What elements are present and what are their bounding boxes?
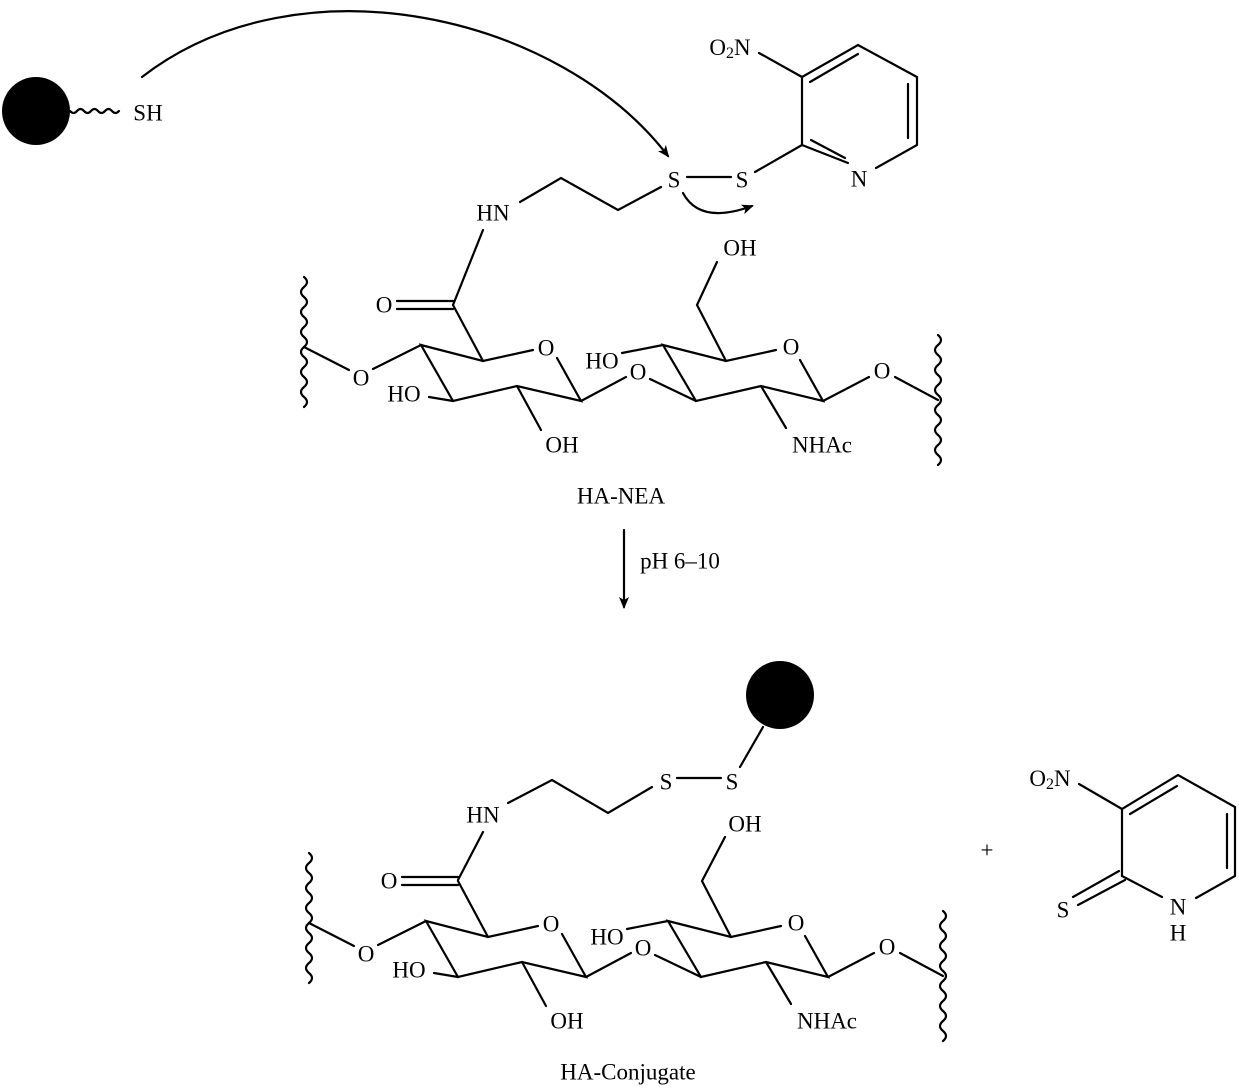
hydroxyl-label: HO bbox=[585, 349, 618, 374]
particle-bead-icon bbox=[2, 77, 70, 145]
ring-n-label: N bbox=[1170, 895, 1187, 920]
hyaluronan-disaccharide: O O HO OH O O O HO OH NHAc O bbox=[301, 236, 941, 466]
wavy-linker bbox=[70, 109, 119, 113]
hydroxyl-label: HO bbox=[590, 925, 623, 950]
amide-nh-label: HN bbox=[476, 201, 510, 226]
product-label: HA-Conjugate bbox=[560, 1060, 695, 1085]
nucleophilic-attack-arrow bbox=[142, 11, 668, 156]
hydroxyl-label: OH bbox=[728, 812, 761, 837]
carbonyl-o-label: O bbox=[376, 293, 393, 318]
nitro-label: O2N bbox=[709, 35, 751, 62]
ring-o-label: O bbox=[788, 911, 805, 936]
conjugate-linker: S S HN bbox=[458, 661, 814, 880]
starting-material-label: HA-NEA bbox=[577, 484, 666, 509]
ring-o-label: O bbox=[543, 912, 560, 937]
nhac-label: NHAc bbox=[792, 433, 852, 458]
sulfur-label: S bbox=[660, 770, 673, 795]
hydroxyl-label: OH bbox=[723, 236, 756, 261]
hyaluronan-disaccharide: O O HO OH O O O HO OH NHAc O bbox=[306, 812, 946, 1042]
reaction-conditions: pH 6–10 bbox=[640, 549, 720, 574]
amide-nh-label: HN bbox=[466, 803, 500, 828]
carbonyl-o-label: O bbox=[381, 869, 398, 894]
thiol-particle: SH bbox=[2, 77, 163, 145]
particle-bead-icon bbox=[746, 661, 814, 729]
nitropyridinethione: S N H O2N bbox=[1029, 766, 1235, 946]
glycosidic-o-label: O bbox=[879, 935, 896, 960]
ha-nea-linker: HN S S N O2N bbox=[453, 35, 917, 306]
nitro-label: O2N bbox=[1029, 766, 1071, 793]
sulfur-label: S bbox=[736, 168, 749, 193]
sulfur-label: S bbox=[668, 168, 681, 193]
hydroxyl-label: HO bbox=[387, 382, 420, 407]
glycosidic-o-label: O bbox=[874, 359, 891, 384]
thione-s-label: S bbox=[1057, 898, 1070, 923]
hydroxyl-label: OH bbox=[545, 433, 578, 458]
wavy-bond bbox=[301, 277, 307, 407]
ring-o-label: O bbox=[783, 335, 800, 360]
hydroxyl-label: HO bbox=[392, 958, 425, 983]
nhac-label: NHAc bbox=[797, 1009, 857, 1034]
thiol-label: SH bbox=[133, 101, 162, 126]
glycosidic-o-label: O bbox=[358, 942, 375, 967]
hydroxyl-label: OH bbox=[550, 1009, 583, 1034]
plus-sign: + bbox=[981, 838, 994, 863]
glycosidic-o-label: O bbox=[353, 366, 370, 391]
ring-h-label: H bbox=[1170, 921, 1187, 946]
ring-o-label: O bbox=[538, 336, 555, 361]
glycosidic-o-label: O bbox=[635, 936, 652, 961]
sulfur-label: S bbox=[726, 770, 739, 795]
leaving-group-arrow bbox=[683, 193, 752, 213]
wavy-bond bbox=[306, 853, 312, 983]
glycosidic-o-label: O bbox=[630, 360, 647, 385]
pyridine-n-label: N bbox=[851, 167, 868, 192]
